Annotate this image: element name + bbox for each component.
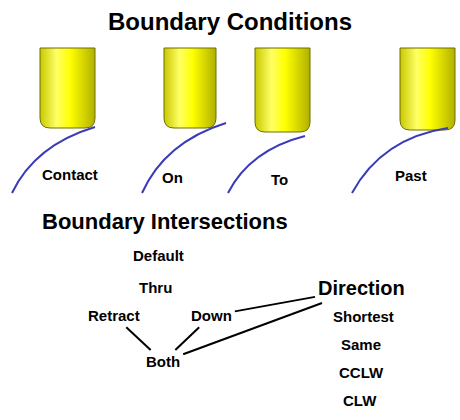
option-text: Direction — [318, 277, 405, 300]
connector-line — [175, 327, 199, 350]
diagram-title: Boundary Conditions — [108, 8, 352, 36]
cutter-tool — [164, 48, 216, 128]
cutter-tool — [255, 48, 310, 132]
option-label: CCLW — [339, 364, 383, 381]
option-label: Contact — [42, 166, 98, 183]
connector-line — [183, 303, 322, 354]
option-node: Both — [146, 353, 180, 370]
boundary-curve — [228, 136, 305, 193]
option-label: Default — [133, 247, 184, 264]
option-text: Both — [146, 353, 180, 370]
option-label: Shortest — [333, 308, 394, 325]
option-node: Retract — [88, 307, 140, 324]
option-label: To — [271, 171, 288, 188]
option-label: Thru — [139, 279, 172, 296]
boundary-curve — [142, 123, 226, 193]
boundary-curve — [12, 127, 95, 193]
cutter-tool — [400, 48, 455, 130]
option-label: CLW — [343, 392, 376, 409]
option-label: Past — [395, 167, 427, 184]
option-label: Same — [341, 336, 381, 353]
option-label: On — [162, 169, 183, 186]
cutter-tool — [40, 48, 95, 128]
section-heading: Boundary Intersections — [42, 209, 288, 234]
boundary-curve — [352, 128, 448, 193]
option-node: Down — [191, 307, 232, 324]
option-text: Retract — [88, 307, 140, 324]
connector-line — [126, 327, 150, 350]
option-text: Down — [191, 307, 232, 324]
option-node: Direction — [318, 277, 405, 300]
